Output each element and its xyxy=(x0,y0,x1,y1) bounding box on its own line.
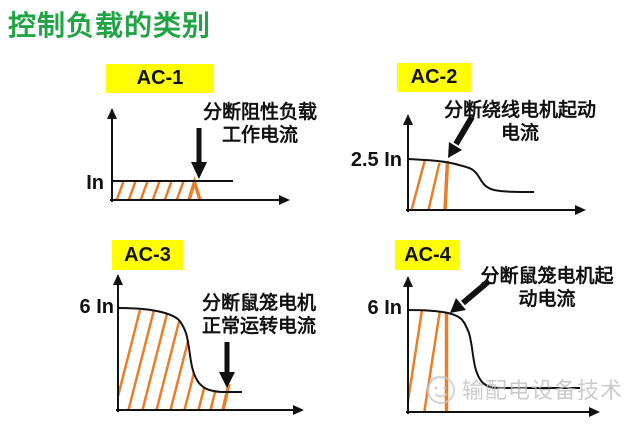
ac3-hatch-area xyxy=(118,309,238,410)
badge-ac1: AC-1 xyxy=(106,64,214,93)
ac4-breaking-arrow xyxy=(450,278,491,313)
ac4-chart xyxy=(403,276,600,417)
smiley-face-icon xyxy=(427,376,455,404)
badge-ac2: AC-2 xyxy=(397,63,471,92)
ac4-current-curve xyxy=(407,309,580,389)
watermark-text: 输配电设备技术 xyxy=(462,379,624,404)
ac2-annotation-line2: 电流 xyxy=(500,122,539,144)
ac3-annotation: 分断鼠笼电机 正常运转电流 xyxy=(196,292,322,338)
ac4-annotation-line2: 动电流 xyxy=(518,288,576,310)
ac1-breaking-arrow xyxy=(191,128,207,179)
watermark: 输配电设备技术 xyxy=(424,372,623,406)
ac4-y-axis xyxy=(403,276,413,414)
page-title: 控制负载的类别 xyxy=(8,9,212,42)
ac1-x-axis xyxy=(110,195,290,205)
ac4-annotation: 分断鼠笼电机起 动电流 xyxy=(472,265,622,311)
ac3-y-axis-label: 6 In xyxy=(79,296,114,318)
ac4-x-axis xyxy=(406,407,600,417)
ac2-x-axis xyxy=(406,205,586,215)
badge-ac4: AC-4 xyxy=(395,240,460,270)
ac3-x-axis xyxy=(116,405,304,415)
ac3-chart xyxy=(113,274,304,415)
ac2-y-axis-label: 2.5 In xyxy=(350,149,402,171)
ac4-annotation-line1: 分断鼠笼电机起 xyxy=(480,265,614,287)
ac2-annotation-line1: 分断绕线电机起动 xyxy=(443,99,596,121)
ac3-y-axis xyxy=(113,274,123,412)
ac3-breaking-arrow xyxy=(219,342,235,388)
ac1-annotation-line1: 分断阻性负载 xyxy=(202,101,317,123)
ac2-break-marker xyxy=(443,160,450,211)
ac1-y-axis xyxy=(107,108,117,202)
ac2-current-curve xyxy=(407,158,535,193)
ac3-annotation-line2: 正常运转电流 xyxy=(201,315,316,337)
ac2-annotation: 分断绕线电机起动 电流 xyxy=(425,99,615,145)
ac3-break-marker xyxy=(221,383,231,411)
ac1-break-marker xyxy=(187,176,202,201)
ac1-annotation: 分断阻性负载 工作电流 xyxy=(198,101,322,147)
ac1-annotation-line2: 工作电流 xyxy=(221,124,298,146)
ac3-annotation-line1: 分断鼠笼电机 xyxy=(201,292,316,314)
ac1-chart xyxy=(107,108,290,205)
ac1-hatch-area xyxy=(115,182,185,200)
ac2-breaking-arrow xyxy=(448,115,475,158)
ac2-hatch-area xyxy=(409,159,443,210)
badge-ac3: AC-3 xyxy=(112,240,183,270)
ac2-chart xyxy=(403,114,586,215)
ac2-y-axis xyxy=(403,114,413,212)
ac3-current-curve xyxy=(117,307,242,393)
ac4-y-axis-label: 6 In xyxy=(367,297,402,319)
ac1-y-axis-label: In xyxy=(86,172,104,194)
